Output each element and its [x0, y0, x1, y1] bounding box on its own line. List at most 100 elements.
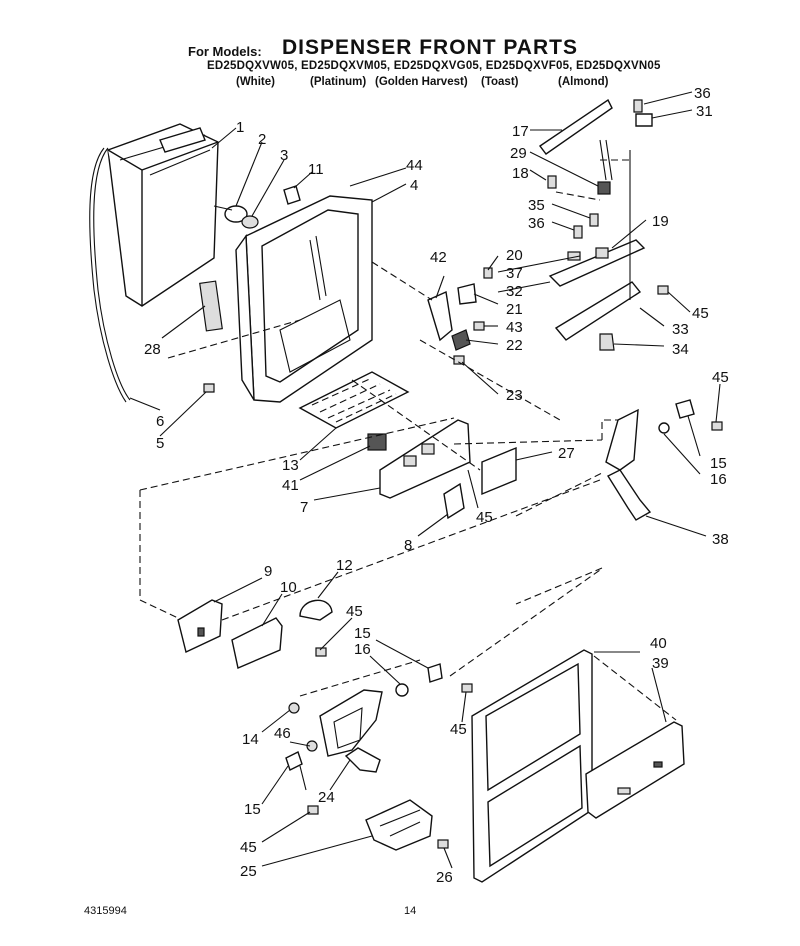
part-32-bracket	[548, 239, 646, 287]
callout-45f: 45	[240, 839, 257, 856]
callout-46: 46	[274, 725, 291, 742]
callout-20: 20	[506, 247, 523, 264]
part-drain-tube-edge	[89, 147, 127, 403]
part-31-clip	[635, 113, 653, 127]
part-45b-screw	[711, 421, 723, 431]
part-16b-spring	[395, 683, 409, 697]
color-white: (White)	[236, 76, 275, 88]
part-33-bracket	[554, 281, 642, 341]
part-39-panel	[585, 721, 685, 819]
callout-24: 24	[318, 789, 335, 806]
color-almond: (Almond)	[558, 76, 609, 88]
callout-44: 44	[406, 157, 423, 174]
part-drain-tube	[93, 147, 131, 401]
part-18-screw	[547, 175, 557, 189]
callout-22: 22	[506, 337, 523, 354]
callout-13: 13	[282, 457, 299, 474]
callout-45b: 45	[476, 509, 493, 526]
callout-numbers: 1 2 3 11 44 4 36 31 17 29 18 35 36 19 20…	[144, 85, 729, 886]
document-number: 4315994	[84, 905, 127, 917]
part-41-label	[367, 433, 387, 451]
part-5-screw	[203, 383, 215, 393]
part-40-door-trim	[471, 649, 593, 883]
callout-45c: 45	[712, 369, 729, 386]
callout-11: 11	[308, 161, 324, 178]
part-24-water-lever	[319, 689, 383, 773]
part-26-screw	[437, 839, 449, 849]
part-15c-clip	[427, 663, 443, 683]
callout-15b: 15	[354, 625, 371, 642]
callout-27: 27	[558, 445, 575, 462]
callout-3: 3	[280, 147, 288, 164]
callout-17: 17	[512, 123, 529, 140]
callout-41: 41	[282, 477, 299, 494]
model-numbers: ED25DQXVW05, ED25DQXVM05, ED25DQXVG05, E…	[207, 60, 661, 72]
callout-45e: 45	[450, 721, 467, 738]
callout-19: 19	[652, 213, 669, 230]
callout-26: 26	[436, 869, 453, 886]
callout-8: 8	[404, 537, 412, 554]
part-15b-clip	[285, 751, 303, 771]
callout-25: 25	[240, 863, 257, 880]
part-11-clip	[283, 185, 301, 205]
part-17-strip	[538, 98, 613, 155]
callout-45a: 45	[692, 305, 709, 322]
leader-lines	[129, 91, 721, 869]
callout-2: 2	[258, 131, 266, 148]
callout-21: 21	[506, 301, 523, 318]
callout-15a: 15	[710, 455, 727, 472]
callout-1: 1	[236, 119, 244, 136]
part-ice-bin	[107, 123, 219, 307]
part-13-grille	[298, 371, 410, 429]
callout-36: 36	[694, 85, 711, 102]
part-25-drip-tray	[365, 799, 433, 851]
callout-16b: 16	[354, 641, 371, 658]
callout-39: 39	[652, 655, 669, 672]
callout-29: 29	[510, 145, 527, 162]
part-21-bracket	[457, 283, 477, 305]
color-platinum: (Platinum)	[310, 76, 367, 88]
page-title: DISPENSER FRONT PARTS	[282, 36, 578, 59]
callout-40: 40	[650, 635, 667, 652]
callout-10: 10	[280, 579, 297, 596]
part-7-control-panel	[379, 419, 471, 499]
part-38-ice-lever	[605, 408, 652, 521]
callout-42: 42	[430, 249, 447, 266]
callout-12: 12	[336, 557, 353, 574]
callout-4: 4	[410, 177, 418, 194]
callout-34: 34	[672, 341, 689, 358]
for-models-label: For Models:	[188, 44, 262, 59]
callout-45d: 45	[346, 603, 363, 620]
part-15a-clip	[675, 399, 695, 419]
color-toast: (Toast)	[481, 76, 519, 88]
part-8-switch	[443, 482, 465, 520]
callout-9: 9	[264, 563, 272, 580]
callout-18: 18	[512, 165, 529, 182]
callout-28: 28	[144, 341, 161, 358]
part-14-grommet	[288, 702, 300, 714]
callout-6: 6	[156, 413, 164, 430]
part-36b-screw	[573, 225, 583, 239]
part-45d-screw	[307, 805, 319, 815]
part-10-bracket	[231, 617, 283, 669]
callout-43: 43	[506, 319, 523, 336]
part-dispenser-housing	[235, 195, 373, 403]
part-27-cover	[481, 446, 517, 496]
color-golden-harvest: (Golden Harvest)	[375, 76, 468, 88]
part-28-block	[199, 280, 223, 332]
callout-31: 31	[696, 103, 713, 120]
part-16a-spring	[658, 422, 670, 434]
callout-14: 14	[242, 731, 259, 748]
callout-15c: 15	[244, 801, 261, 818]
callout-33: 33	[672, 321, 689, 338]
part-36-screw	[633, 99, 643, 113]
callout-36b: 36	[528, 215, 545, 232]
part-42-actuator	[427, 290, 453, 342]
part-35-screw	[589, 213, 599, 227]
part-45c-screw	[315, 647, 327, 657]
part-22-plunger	[451, 329, 471, 351]
callout-37: 37	[506, 265, 523, 282]
part-29-switch	[597, 181, 611, 195]
callout-7: 7	[300, 499, 308, 516]
part-12-clip	[299, 599, 333, 621]
